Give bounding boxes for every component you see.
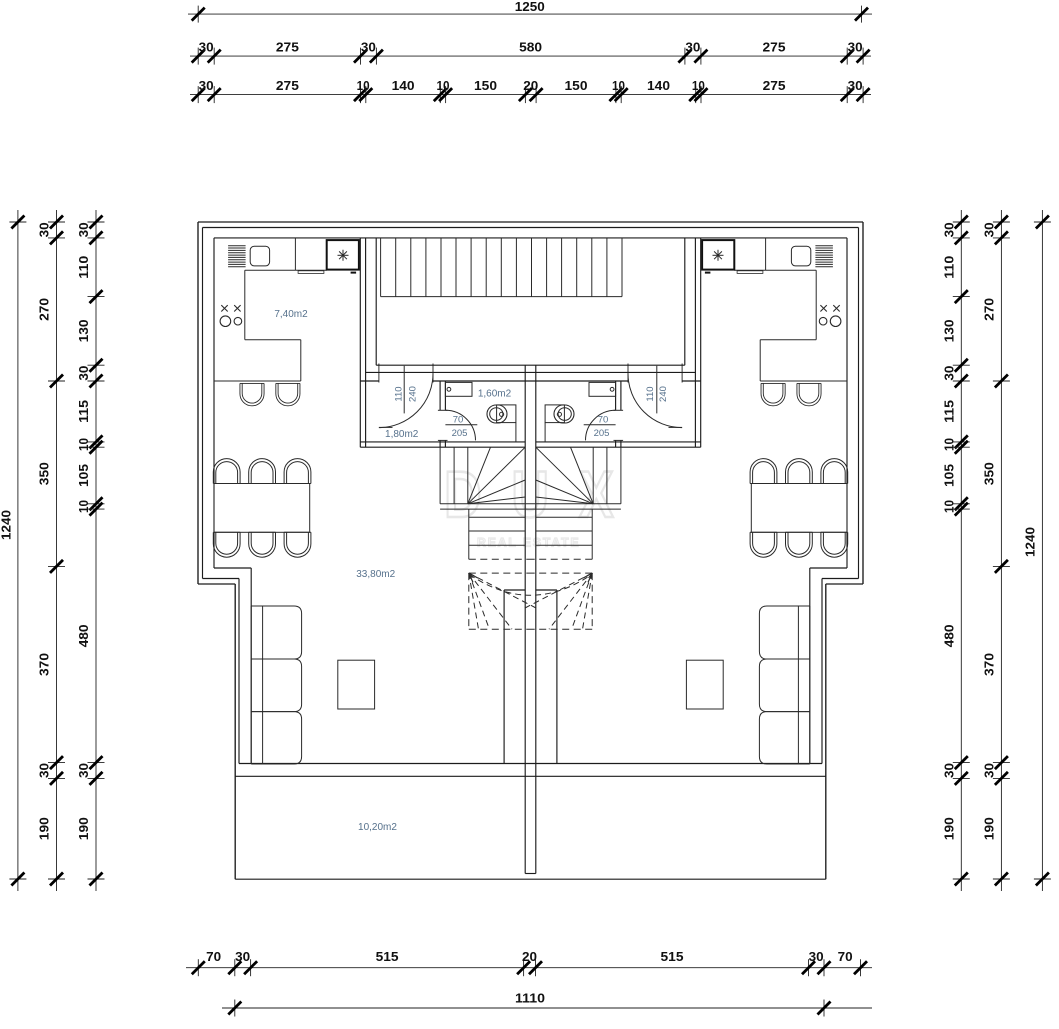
svg-text:30: 30 xyxy=(941,366,956,381)
svg-text:20: 20 xyxy=(522,949,537,964)
svg-text:140: 140 xyxy=(392,78,415,93)
svg-text:275: 275 xyxy=(276,39,299,54)
svg-text:30: 30 xyxy=(76,763,91,778)
svg-text:515: 515 xyxy=(661,949,684,964)
svg-text:10: 10 xyxy=(76,500,91,513)
svg-text:110: 110 xyxy=(393,386,404,401)
svg-text:10: 10 xyxy=(76,438,91,451)
svg-text:10: 10 xyxy=(692,78,705,93)
svg-text:150: 150 xyxy=(565,78,588,93)
svg-text:370: 370 xyxy=(981,653,996,676)
svg-text:70: 70 xyxy=(453,415,464,426)
svg-text:115: 115 xyxy=(941,400,956,423)
svg-text:10,20m2: 10,20m2 xyxy=(358,822,397,833)
svg-text:110: 110 xyxy=(941,256,956,279)
svg-text:140: 140 xyxy=(647,78,670,93)
svg-text:30: 30 xyxy=(848,39,863,54)
svg-text:10: 10 xyxy=(437,78,450,93)
svg-text:350: 350 xyxy=(37,462,52,485)
svg-text:30: 30 xyxy=(76,366,91,381)
svg-text:REAL ESTATE: REAL ESTATE xyxy=(477,535,581,549)
svg-text:7,40m2: 7,40m2 xyxy=(274,309,308,320)
svg-text:190: 190 xyxy=(37,817,52,840)
svg-text:480: 480 xyxy=(76,624,91,647)
svg-text:30: 30 xyxy=(199,39,214,54)
svg-text:275: 275 xyxy=(763,39,786,54)
svg-text:190: 190 xyxy=(941,817,956,840)
svg-text:205: 205 xyxy=(594,428,610,439)
svg-text:30: 30 xyxy=(848,78,863,93)
svg-text:30: 30 xyxy=(361,39,376,54)
svg-text:1250: 1250 xyxy=(515,0,545,14)
svg-text:515: 515 xyxy=(376,949,399,964)
svg-text:270: 270 xyxy=(37,298,52,321)
svg-text:30: 30 xyxy=(37,763,52,778)
svg-text:105: 105 xyxy=(76,464,91,487)
svg-text:30: 30 xyxy=(685,39,700,54)
svg-text:1,60m2: 1,60m2 xyxy=(478,389,512,400)
svg-text:205: 205 xyxy=(452,428,468,439)
svg-text:30: 30 xyxy=(235,949,250,964)
svg-text:70: 70 xyxy=(838,949,853,964)
svg-text:190: 190 xyxy=(981,817,996,840)
svg-text:30: 30 xyxy=(941,763,956,778)
svg-text:580: 580 xyxy=(519,39,542,54)
svg-text:130: 130 xyxy=(76,319,91,342)
svg-text:480: 480 xyxy=(941,624,956,647)
svg-text:110: 110 xyxy=(645,386,656,401)
svg-text:275: 275 xyxy=(276,78,299,93)
svg-text:1,80m2: 1,80m2 xyxy=(385,429,419,440)
svg-text:240: 240 xyxy=(658,386,669,402)
svg-text:1110: 1110 xyxy=(515,991,545,1006)
svg-text:70: 70 xyxy=(206,949,221,964)
svg-text:370: 370 xyxy=(37,653,52,676)
svg-text:110: 110 xyxy=(76,256,91,279)
svg-text:130: 130 xyxy=(941,319,956,342)
svg-text:240: 240 xyxy=(407,386,418,402)
svg-text:10: 10 xyxy=(941,438,956,451)
svg-text:30: 30 xyxy=(941,222,956,237)
svg-text:30: 30 xyxy=(199,78,214,93)
svg-text:30: 30 xyxy=(809,949,824,964)
svg-text:30: 30 xyxy=(37,222,52,237)
svg-text:1240: 1240 xyxy=(1022,527,1037,557)
svg-text:350: 350 xyxy=(981,462,996,485)
svg-text:10: 10 xyxy=(941,500,956,513)
svg-text:DUX: DUX xyxy=(444,457,643,531)
svg-text:10: 10 xyxy=(357,78,370,93)
svg-text:30: 30 xyxy=(76,222,91,237)
svg-text:275: 275 xyxy=(763,78,786,93)
svg-text:105: 105 xyxy=(941,464,956,487)
svg-text:20: 20 xyxy=(523,78,538,93)
svg-text:70: 70 xyxy=(598,415,609,426)
svg-text:270: 270 xyxy=(981,298,996,321)
svg-text:30: 30 xyxy=(981,222,996,237)
svg-text:1240: 1240 xyxy=(0,510,14,540)
svg-text:150: 150 xyxy=(474,78,497,93)
svg-text:10: 10 xyxy=(612,78,625,93)
svg-text:190: 190 xyxy=(76,817,91,840)
svg-text:115: 115 xyxy=(76,400,91,423)
svg-text:30: 30 xyxy=(981,763,996,778)
svg-text:33,80m2: 33,80m2 xyxy=(356,569,395,580)
